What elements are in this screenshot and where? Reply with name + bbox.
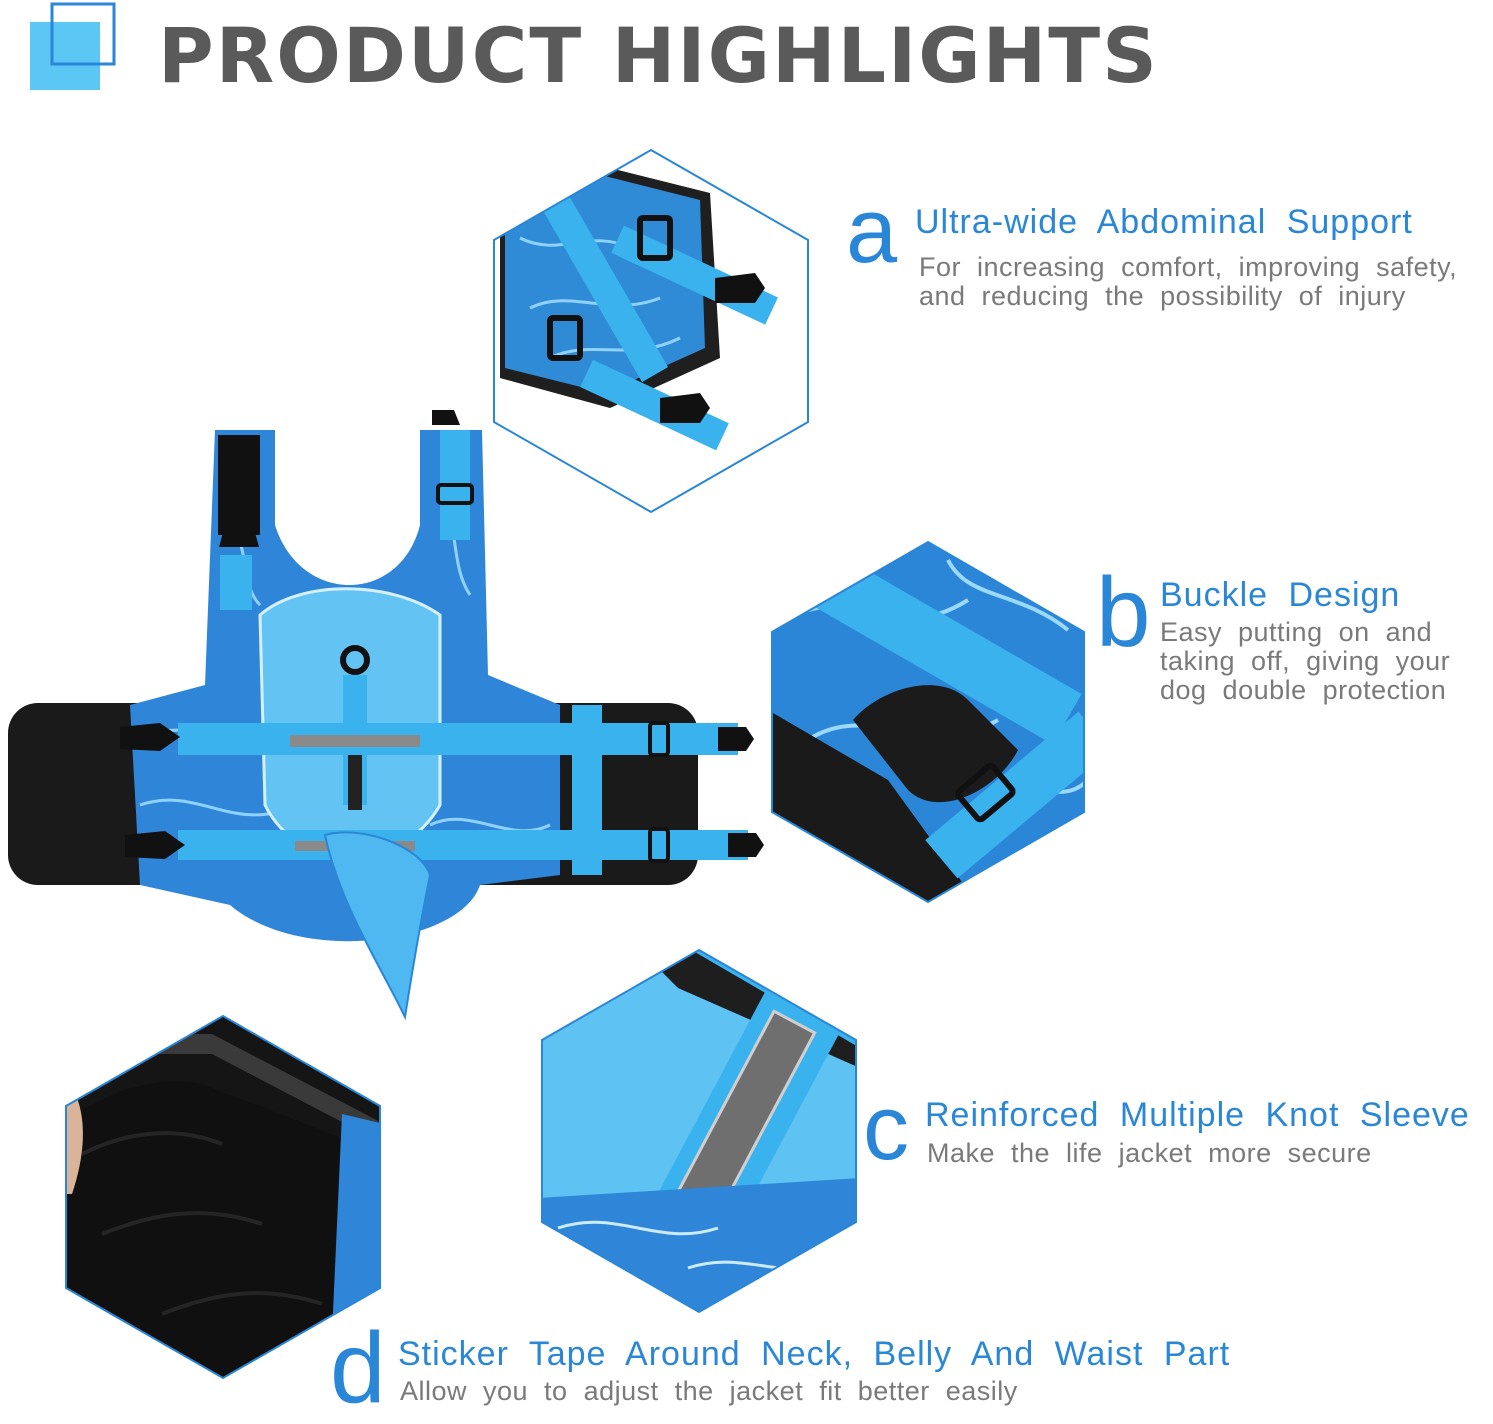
- feature-b-desc-line-3: dog double protection: [1160, 675, 1447, 705]
- sticker-tape-image: [62, 1014, 384, 1380]
- feature-c-letter: c: [863, 1077, 909, 1179]
- feature-a-desc-line-2: and reducing the possibility of injury: [919, 281, 1406, 311]
- header-squares-icon: [26, 2, 118, 92]
- knot-sleeve-image: [538, 948, 860, 1314]
- feature-d-title: Sticker Tape Around Neck, Belly And Wais…: [398, 1335, 1231, 1373]
- feature-d-letter: d: [330, 1312, 386, 1424]
- feature-a-letter: a: [846, 180, 898, 282]
- page-title: PRODUCT HIGHLIGHTS: [158, 11, 1159, 100]
- buckle-image: [768, 540, 1088, 904]
- feature-b-desc-line-2: taking off, giving your: [1160, 646, 1451, 676]
- abdominal-support-image: [490, 148, 812, 514]
- feature-d-desc-line-1: Allow you to adjust the jacket fit bette…: [400, 1376, 1018, 1406]
- life-jacket-image: [0, 405, 780, 1025]
- feature-c-title: Reinforced Multiple Knot Sleeve: [925, 1096, 1470, 1134]
- feature-a-title: Ultra-wide Abdominal Support: [915, 203, 1413, 241]
- feature-b-letter: b: [1096, 557, 1151, 667]
- feature-a-desc-line-1: For increasing comfort, improving safety…: [919, 252, 1458, 282]
- feature-b-desc-line-1: Easy putting on and: [1160, 617, 1433, 647]
- feature-b-title: Buckle Design: [1160, 576, 1401, 614]
- feature-c-desc-line-1: Make the life jacket more secure: [927, 1138, 1372, 1168]
